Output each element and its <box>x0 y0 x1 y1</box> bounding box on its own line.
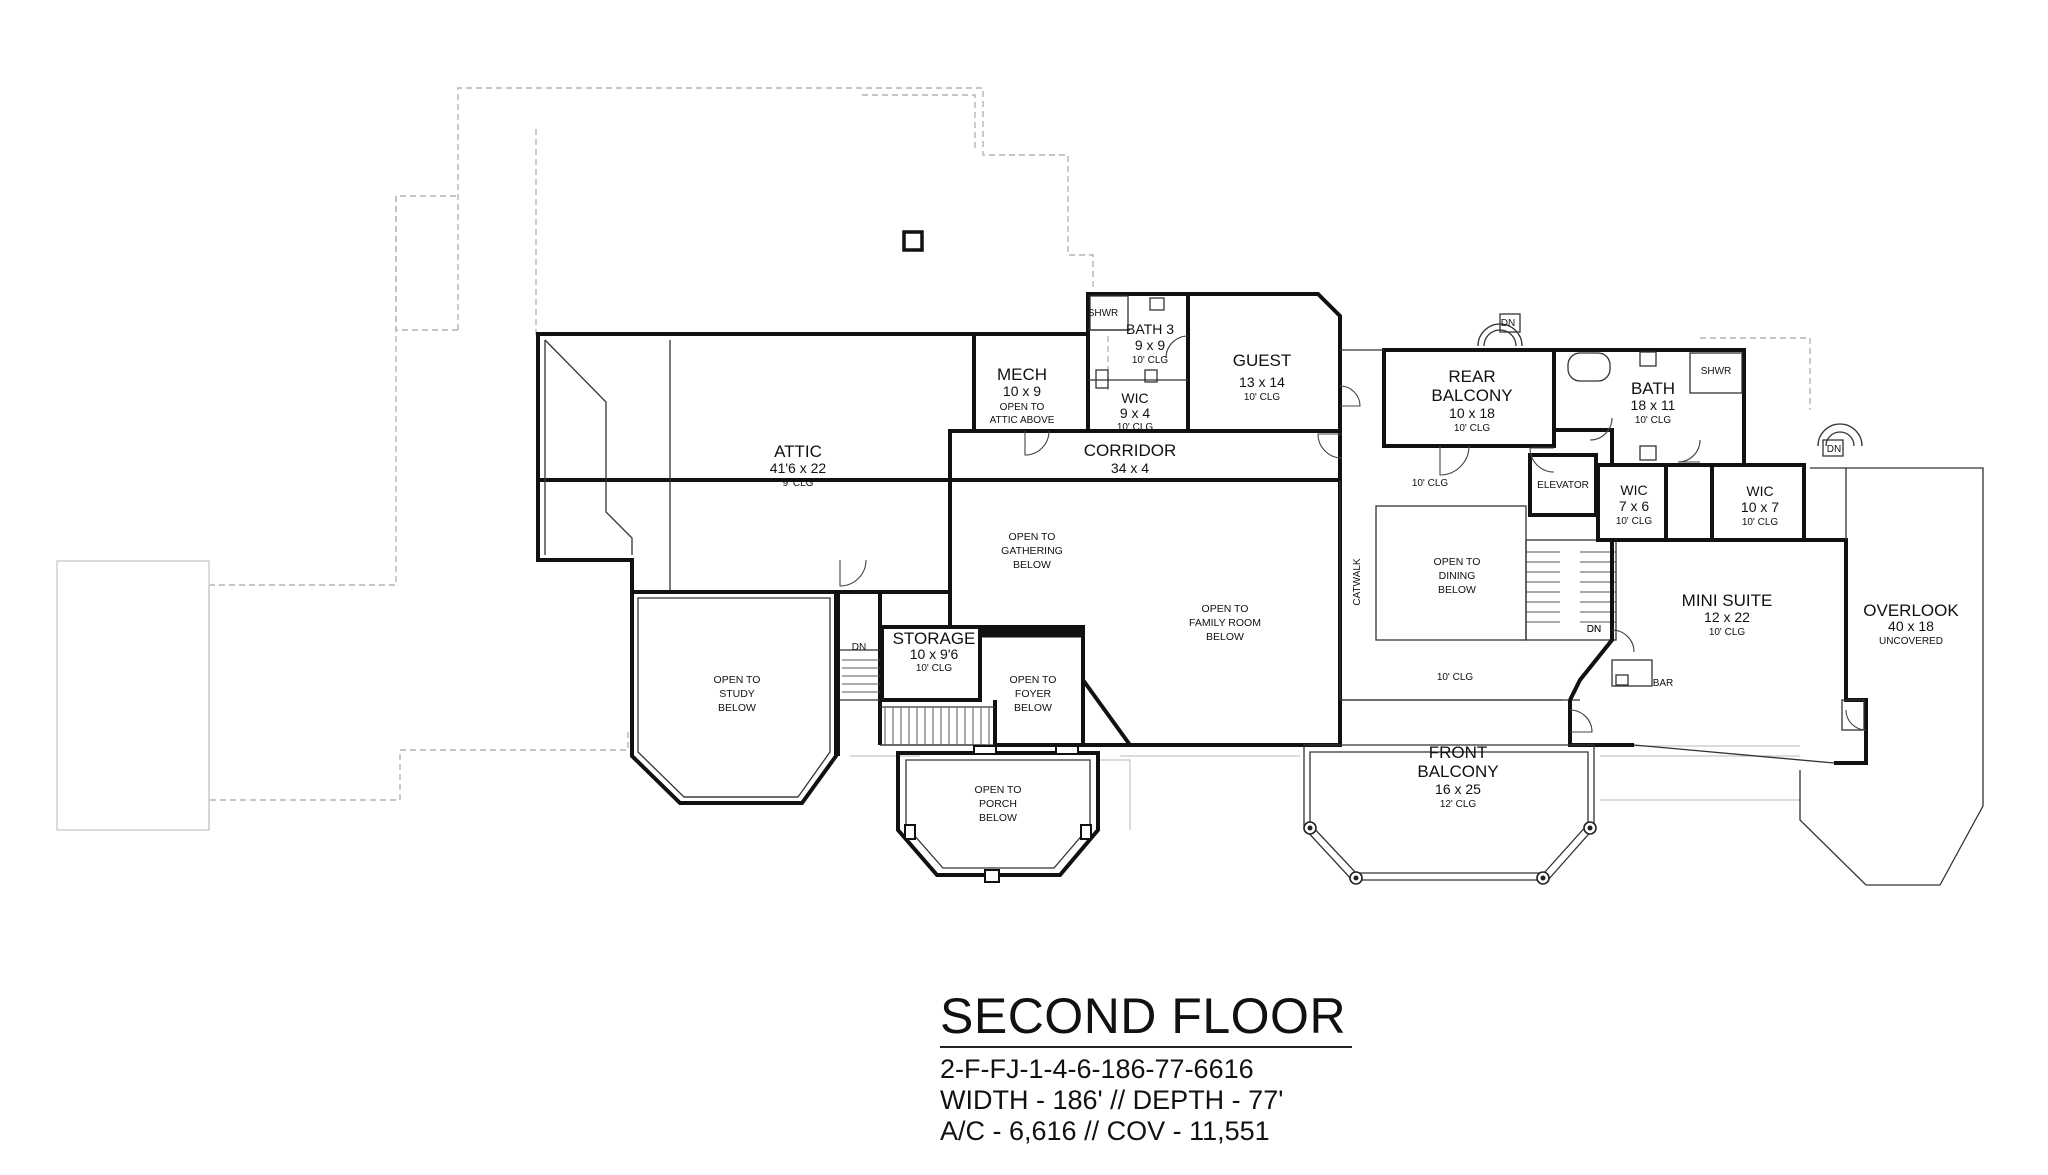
open-area-labels: OPEN TO GATHERING BELOW OPEN TO FAMILY R… <box>714 531 1481 824</box>
family-room-line2: FAMILY ROOM <box>1189 617 1261 629</box>
catwalk-clg-top: 10' CLG <box>1412 478 1449 489</box>
front-balcony-name2: BALCONY <box>1417 762 1498 781</box>
storage-room <box>880 625 982 702</box>
front-balcony-dims: 16 x 25 <box>1435 781 1481 797</box>
overlook-dims: 40 x 18 <box>1888 618 1934 634</box>
catwalk-label: CATWALK <box>1352 558 1363 606</box>
study-line2: STUDY <box>719 688 755 700</box>
family-room-line3: BELOW <box>1206 631 1244 643</box>
bath-name: BATH <box>1631 379 1675 398</box>
overlook-name: OVERLOOK <box>1863 601 1959 620</box>
front-balcony-clg: 12' CLG <box>1440 799 1477 810</box>
plan-width-depth: WIDTH - 186' // DEPTH - 77' <box>940 1085 1284 1115</box>
corridor-name: CORRIDOR <box>1084 441 1177 460</box>
bath3-clg: 10' CLG <box>1132 355 1169 366</box>
attic-name: ATTIC <box>774 442 822 461</box>
wic-bath3-name: WIC <box>1121 390 1148 406</box>
dining-line1: OPEN TO <box>1434 556 1481 568</box>
attic-room <box>536 332 976 594</box>
storage-stair-dn: DN <box>852 642 866 653</box>
bath-shwr: SHWR <box>1701 366 1732 377</box>
guest-dims: 13 x 14 <box>1239 374 1285 390</box>
front-balcony-name1: FRONT <box>1429 743 1488 762</box>
family-room-line1: OPEN TO <box>1202 603 1249 615</box>
gathering-line1: OPEN TO <box>1009 531 1056 543</box>
attic-hatch-icon <box>902 230 924 252</box>
bath-clg: 10' CLG <box>1635 415 1672 426</box>
catwalk-area <box>1339 480 1580 701</box>
foyer-line1: OPEN TO <box>1010 674 1057 686</box>
overlook-dn: DN <box>1827 444 1841 455</box>
wic-7x6-clg: 10' CLG <box>1616 516 1653 527</box>
wic-7x6-name: WIC <box>1620 482 1647 498</box>
wic-10x7-dims: 10 x 7 <box>1741 499 1779 515</box>
mech-note1: OPEN TO <box>1000 402 1045 413</box>
northwest-suite <box>972 292 1342 433</box>
bath3-dims: 9 x 9 <box>1135 337 1166 353</box>
wic-bath3-clg: 10' CLG <box>1117 422 1154 433</box>
front-balcony-area <box>1303 744 1597 885</box>
dining-line2: DINING <box>1439 570 1476 582</box>
dining-line3: BELOW <box>1438 584 1476 596</box>
bath-area <box>1554 348 1746 467</box>
plan-area: A/C - 6,616 // COV - 11,551 <box>940 1116 1270 1146</box>
rear-balcony-clg: 10' CLG <box>1454 423 1491 434</box>
rear-balcony-dims: 10 x 18 <box>1449 405 1495 421</box>
title-block: SECOND FLOOR 2-F-FJ-1-4-6-186-77-6616 WI… <box>940 988 1380 1147</box>
guest-clg: 10' CLG <box>1244 392 1281 403</box>
mini-suite-room <box>1568 538 1868 765</box>
rear-balcony-area <box>1340 313 1556 448</box>
mini-suite-clg: 10' CLG <box>1709 627 1746 638</box>
foyer-open-area <box>980 628 1085 747</box>
bath3-name: BATH 3 <box>1126 321 1174 337</box>
wic-7x6-dims: 7 x 6 <box>1619 498 1650 514</box>
catwalk-clg-bottom: 10' CLG <box>1437 672 1474 683</box>
rear-balcony-name1: REAR <box>1448 367 1495 386</box>
storage-dims: 10 x 9'6 <box>910 646 959 662</box>
stair-dn: DN <box>1587 624 1601 635</box>
attic-clg: 9' CLG <box>783 478 814 489</box>
plan-title: SECOND FLOOR <box>940 988 1353 1048</box>
room-labels: ATTIC 41'6 x 22 9' CLG MECH 10 x 9 OPEN … <box>770 308 1960 810</box>
storage-clg: 10' CLG <box>916 663 953 674</box>
mech-dims: 10 x 9 <box>1003 383 1041 399</box>
attic-dims: 41'6 x 22 <box>770 460 827 476</box>
foyer-line2: FOYER <box>1015 688 1052 700</box>
elevator-label: ELEVATOR <box>1537 480 1589 491</box>
bath-dims: 18 x 11 <box>1631 397 1676 413</box>
wic-10x7-name: WIC <box>1746 483 1773 499</box>
gathering-line2: GATHERING <box>1001 545 1063 557</box>
mini-suite-name: MINI SUITE <box>1682 591 1773 610</box>
bar-label: BAR <box>1653 678 1674 689</box>
gathering-line3: BELOW <box>1013 559 1051 571</box>
plan-code: 2-F-FJ-1-4-6-186-77-6616 <box>940 1054 1254 1084</box>
overlook-area <box>1799 423 1984 886</box>
rear-balcony-name2: BALCONY <box>1431 386 1512 405</box>
porch-line3: BELOW <box>979 812 1017 824</box>
stairs-west <box>836 592 995 756</box>
overlook-note: UNCOVERED <box>1879 636 1943 647</box>
guest-name: GUEST <box>1233 351 1292 370</box>
mini-suite-dn: DN <box>1587 624 1601 635</box>
wic-10x7-clg: 10' CLG <box>1742 517 1779 528</box>
wic-bath3-dims: 9 x 4 <box>1120 405 1151 421</box>
porch-open-area <box>896 745 1100 883</box>
porch-line1: OPEN TO <box>975 784 1022 796</box>
foyer-line3: BELOW <box>1014 702 1052 714</box>
porch-line2: PORCH <box>979 798 1017 810</box>
bath3-shwr: SHWR <box>1088 308 1119 319</box>
study-line1: OPEN TO <box>714 674 761 686</box>
mini-suite-dims: 12 x 22 <box>1704 609 1750 625</box>
door-swings <box>839 335 1867 733</box>
rear-stair-dn: DN <box>1501 318 1515 329</box>
corridor-dims: 34 x 4 <box>1111 460 1149 476</box>
storage-name: STORAGE <box>893 629 976 648</box>
study-line3: BELOW <box>718 702 756 714</box>
mech-note2: ATTIC ABOVE <box>990 415 1055 426</box>
mech-name: MECH <box>997 365 1047 384</box>
